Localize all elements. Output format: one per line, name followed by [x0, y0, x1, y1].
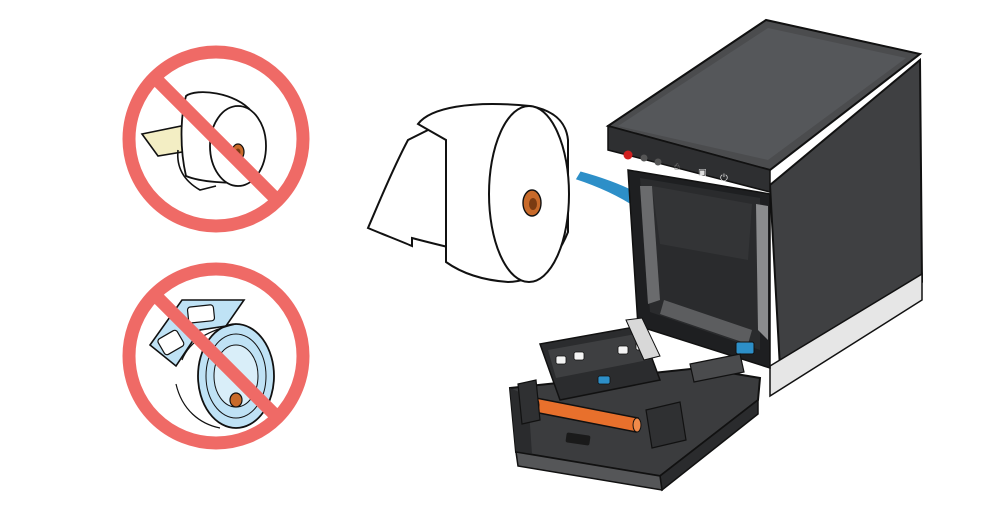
error-light: [623, 150, 633, 160]
prohibited-roll-glued-end: [122, 45, 310, 233]
prohibition-slash: [151, 74, 281, 204]
lever-blue: [597, 375, 611, 385]
lever-blue: [735, 341, 755, 355]
receipt-printer-open-cover-icon: ⎙ ▣ ⏻: [508, 18, 924, 492]
prohibition-slash: [151, 291, 281, 421]
thermal-paper-roll-icon: [366, 103, 570, 284]
power-icon: ⏻: [720, 173, 728, 184]
prohibited-label-roll: [122, 262, 310, 450]
paper-status-icon: ⎙: [674, 163, 680, 171]
feed-icon: ▣: [698, 168, 707, 178]
status-light: [640, 154, 648, 162]
status-light: [654, 158, 662, 166]
